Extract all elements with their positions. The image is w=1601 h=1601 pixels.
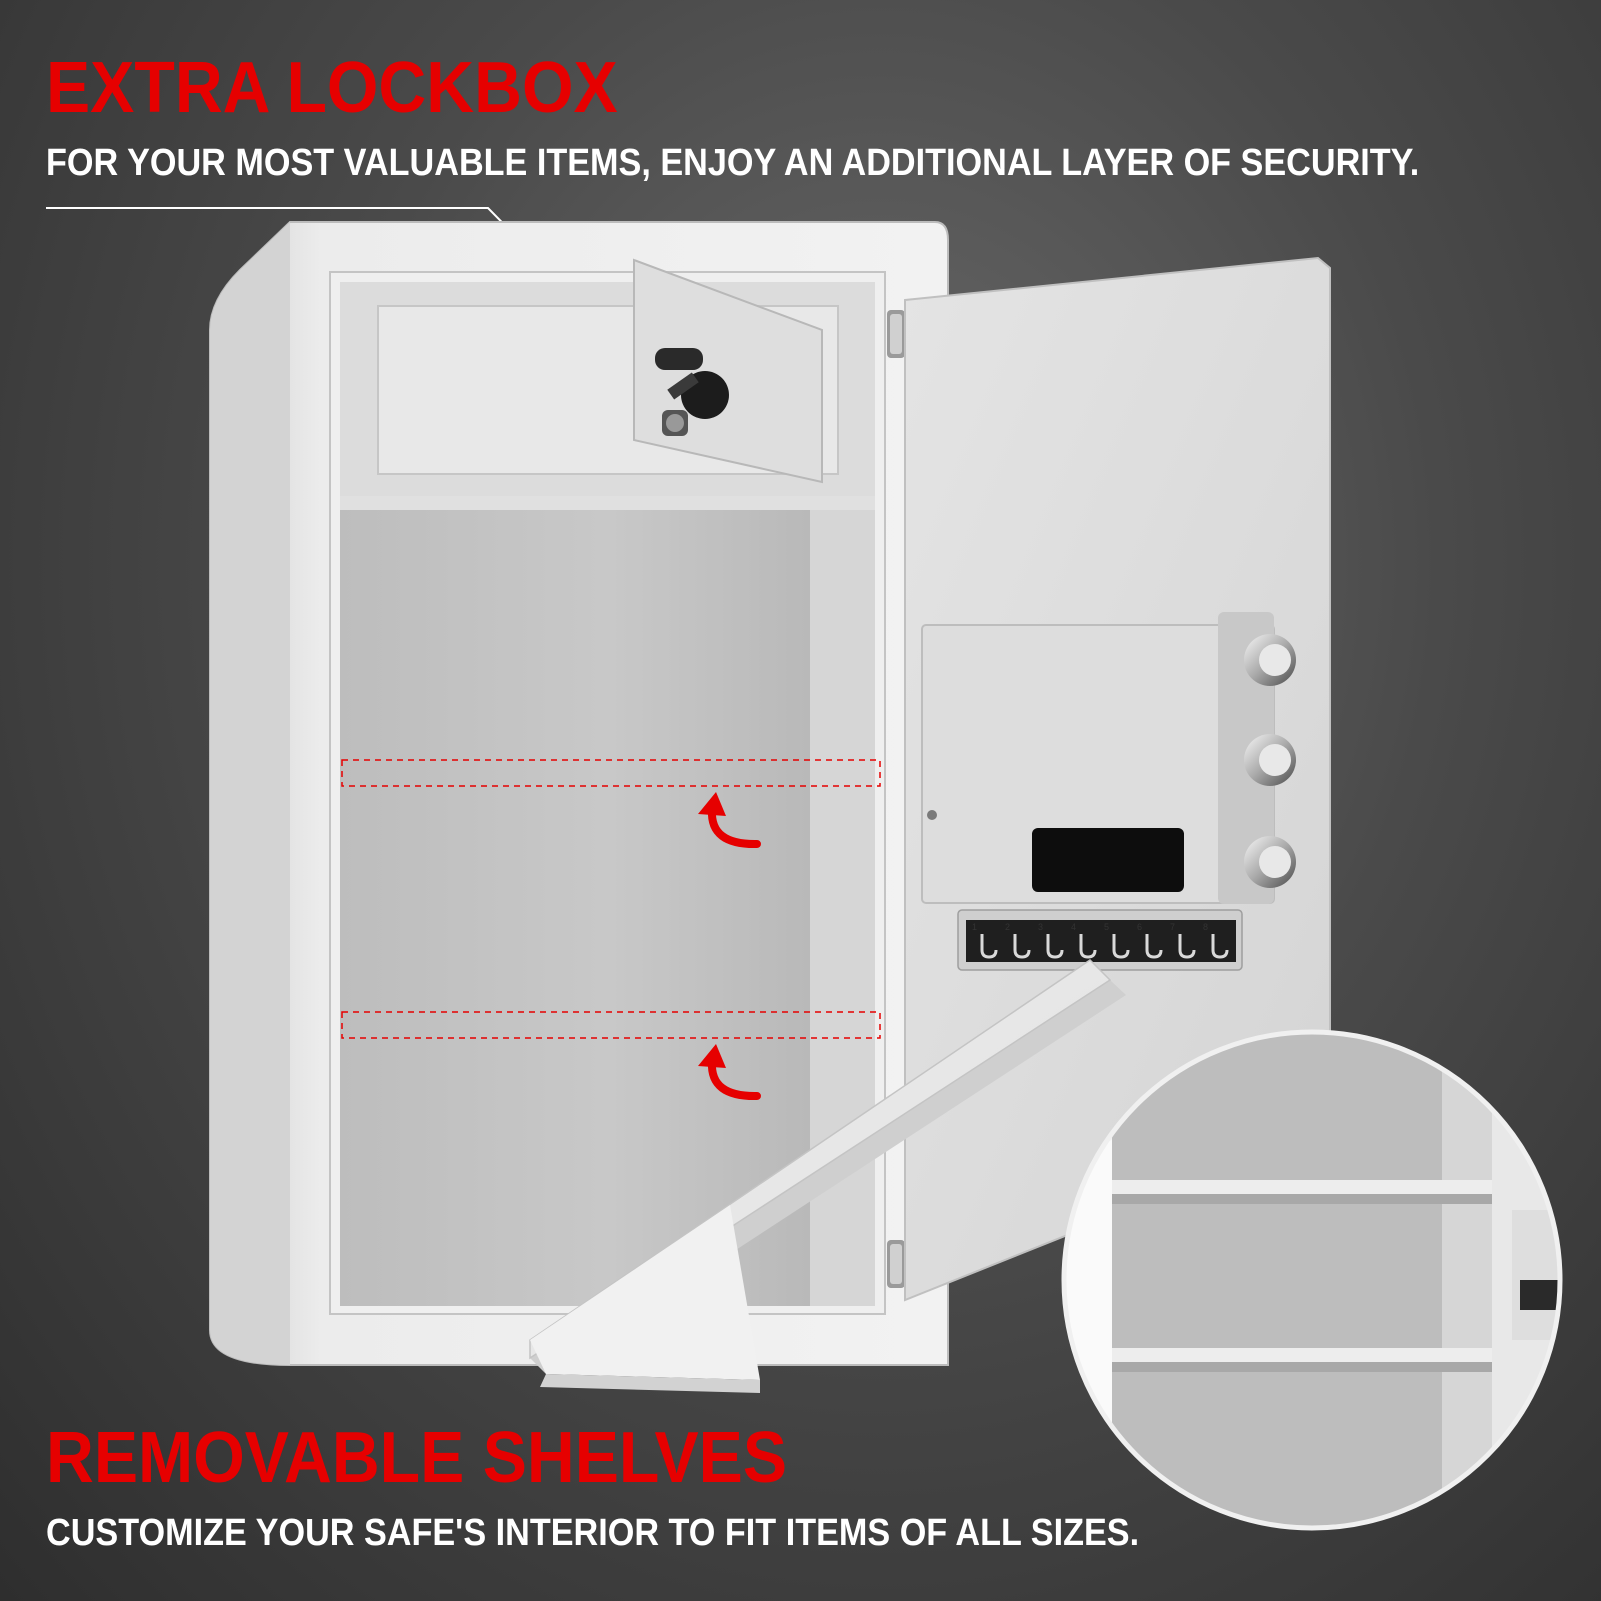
curved-arrow-icon <box>698 1044 761 1101</box>
key-hook <box>1211 934 1229 959</box>
key-slot-number: 3 <box>1038 922 1043 932</box>
knob-icon <box>1244 634 1296 686</box>
key-slot-number: 5 <box>1104 922 1109 932</box>
battery-compartment <box>1032 828 1184 892</box>
lockbox-headline: EXTRA LOCKBOX <box>46 48 618 128</box>
key-hook <box>1178 934 1196 959</box>
safe-door: 1 2 3 4 5 6 7 8 <box>529 256 1331 1393</box>
key-slot-number: 2 <box>1005 922 1010 932</box>
shelves-subline: CUSTOMIZE YOUR SAFE'S INTERIOR TO FIT IT… <box>46 1512 1140 1554</box>
lockbox-subline: FOR YOUR MOST VALUABLE ITEMS, ENJOY AN A… <box>46 142 1420 184</box>
shelves-headline: REMOVABLE SHELVES <box>46 1418 788 1498</box>
knob-icon <box>1244 734 1296 786</box>
key-hook <box>1046 934 1064 959</box>
screw <box>927 810 937 820</box>
lockbox-door <box>633 258 823 484</box>
knob-icon <box>1244 836 1296 888</box>
zoom-circle-icon <box>1061 1029 1563 1531</box>
shelf-guide-lower <box>341 1011 881 1039</box>
zoom-shelf-top <box>1112 1180 1492 1194</box>
key-slot-number: 8 <box>1203 922 1208 932</box>
key-hook <box>1112 934 1130 959</box>
key-hook <box>1013 934 1031 959</box>
safe-body <box>209 221 949 1366</box>
key-hook <box>980 934 998 959</box>
key-slot-number: 7 <box>1170 922 1175 932</box>
hinge-bottom <box>887 1240 905 1288</box>
key-slot-number: 4 <box>1071 922 1076 932</box>
removable-shelf <box>529 959 1126 1393</box>
hinge-top <box>887 310 905 358</box>
key-slot-number: 6 <box>1137 922 1142 932</box>
key-hook <box>1145 934 1163 959</box>
key-slot-number: 1 <box>972 922 977 932</box>
lock-key-icon <box>655 348 729 436</box>
curved-arrow-icon <box>698 792 761 849</box>
key-hook <box>1079 934 1097 959</box>
zoom-shelf-bottom <box>1112 1348 1492 1362</box>
shelf-guide-upper <box>341 759 881 787</box>
